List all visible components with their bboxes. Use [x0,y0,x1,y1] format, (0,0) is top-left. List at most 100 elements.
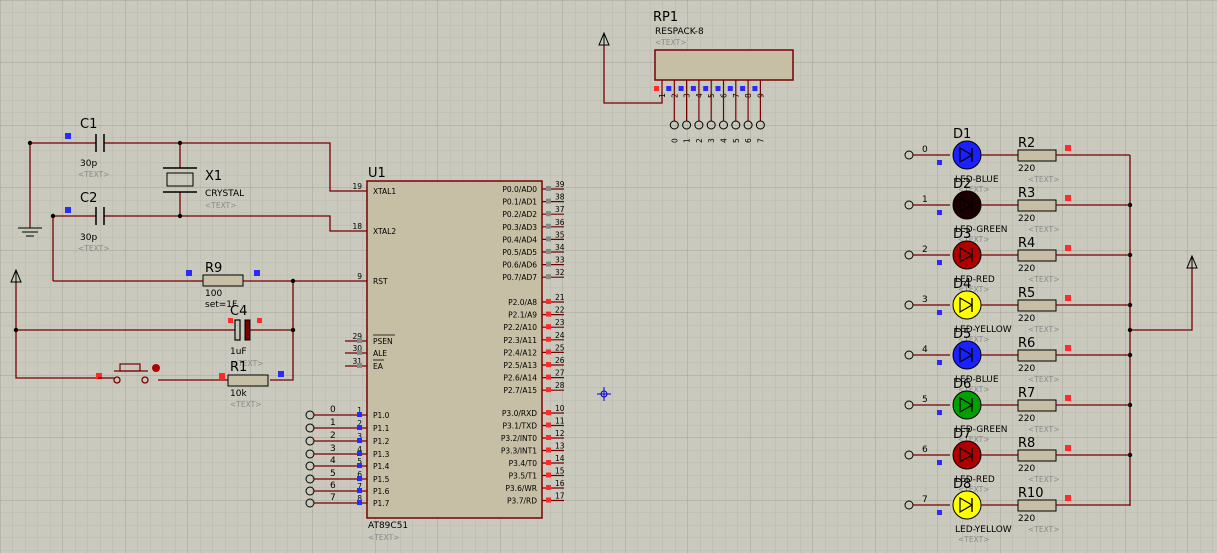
c1-text-placeholder: <TEXT> [78,170,109,179]
mcu-left-pins: 19XTAL118XTAL29RST29PSEN30ALE31EA1P1.02P… [345,182,396,508]
mcu-pin-marker [357,463,362,468]
mcu-pin-marker [546,186,551,191]
mcu-pin-marker [357,425,362,430]
mcu-pin-number: 19 [352,182,362,191]
led-resistor-ref: R5 [1018,286,1035,301]
led-resistor-pin [1065,445,1071,451]
rp1-net-label: 2 [695,138,704,143]
led-resistor-value: 220 [1018,314,1035,324]
rp1-terminal-circle[interactable] [755,120,765,130]
port1-net-label: 1 [330,418,336,428]
rp1-body [654,49,794,81]
led-part: LED-GREEN [955,225,1008,235]
led-ref: D1 [953,127,971,142]
mcu-pin-marker [546,410,551,415]
led-ref: D5 [953,327,971,342]
c4-value: 1uF [230,347,247,357]
led-body [952,140,982,170]
mcu-pin-name: P3.0/RXD [502,409,537,418]
rp1-pins: 12031425364758697 [654,80,765,143]
led-resistor-body [1017,199,1057,212]
rp1-pin-marker [690,86,696,91]
mcu-u1[interactable]: U1 AT89C51 <TEXT> 19XTAL118XTAL29RST29PS… [305,166,565,542]
capacitor-c2[interactable]: C2 30p <TEXT> [65,191,115,253]
mcu-pin-name: PSEN [373,337,393,346]
led-part: LED-BLUE [955,175,999,185]
mcu-pin-name: P0.4/AD4 [502,235,537,244]
push-button[interactable] [96,363,160,384]
c2-ref: C2 [80,191,97,206]
rp1-text-placeholder: <TEXT> [655,38,686,47]
capacitor-c4[interactable]: set=1F C4 1uF <TEXT> [205,300,263,368]
mcu-pin-name: P1.4 [373,462,390,471]
c4-text-placeholder: <TEXT> [232,359,263,368]
led-net-label: 6 [922,445,928,455]
port1-net-label: 6 [330,481,336,491]
led-part: LED-RED [955,275,995,285]
led-body [952,340,982,370]
mcu-pin-number: 10 [555,404,565,413]
rp1-terminal-circle[interactable] [743,120,753,130]
x1-value: CRYSTAL [205,189,244,199]
mcu-pin-marker [546,387,551,393]
rp1-terminal-circle[interactable] [669,120,679,130]
mcu-pin-marker [546,311,551,317]
rp1-net-label: 3 [707,138,716,143]
mcu-pin-name: P3.2/INT0 [501,434,537,443]
capacitor-c1[interactable]: C1 30p <TEXT> [65,117,115,179]
power-arrow-left [10,268,22,283]
mcu-pin-number: 2 [357,419,362,428]
mcu-pin-number: 8 [357,494,362,503]
resistor-r9[interactable]: R9 100 [186,261,260,299]
mcu-pin-name: P2.0/A8 [508,298,537,307]
mcu-pin-number: 32 [555,268,565,277]
rp1-pin-marker [703,86,709,91]
mcu-pin-number: 23 [555,318,565,327]
led-text-placeholder: <TEXT> [958,535,989,544]
led-text-placeholder: <TEXT> [958,285,989,294]
mcu-pin-marker [357,350,362,355]
x1-text-placeholder: <TEXT> [205,201,236,210]
rp1-pin-marker [727,86,733,91]
mcu-body [366,180,543,519]
led-resistor-body [1017,449,1057,462]
led-resistor-ref: R3 [1018,186,1035,201]
mcu-pin-number: 35 [555,230,565,239]
rp1-pin-marker [740,86,746,91]
resistor-r1[interactable]: R1 10k <TEXT> [219,360,284,409]
led-pin-marker [937,460,942,465]
led-resistor-pin [1065,495,1071,501]
crystal-x1[interactable]: X1 CRYSTAL <TEXT> [163,167,244,210]
mcu-pin-name: P0.3/AD3 [502,223,537,232]
rp1-terminal-circle[interactable] [719,120,728,130]
rp1-terminal-circle[interactable] [694,120,704,130]
rp1-terminal-circle[interactable] [682,120,692,130]
led-resistor-placeholder: <TEXT> [1028,175,1059,184]
rp1-pin-marker [666,86,672,91]
mcu-pin-name: P1.2 [373,437,390,446]
led-resistor-ref: R4 [1018,236,1035,251]
mcu-pin-number: 5 [357,457,362,466]
mcu-pin-number: 15 [555,467,565,476]
mcu-pin-name: P1.6 [373,487,390,496]
port1-net-label: 0 [330,405,336,415]
resistor-pack-rp1[interactable]: RP1 RESPACK-8 <TEXT> 12031425364758697 [653,10,794,143]
mcu-pin-number: 33 [555,256,565,265]
rp1-terminal-circle[interactable] [731,120,741,130]
mcu-pin-number: 39 [555,180,565,189]
mcu-pin-marker [546,198,551,204]
led-resistor-body [1017,299,1057,312]
rp1-terminal-circle[interactable] [706,120,716,130]
mcu-pin-number: 14 [555,454,565,463]
mcu-pin-number: 16 [555,479,565,488]
mcu-part: AT89C51 [368,521,408,531]
